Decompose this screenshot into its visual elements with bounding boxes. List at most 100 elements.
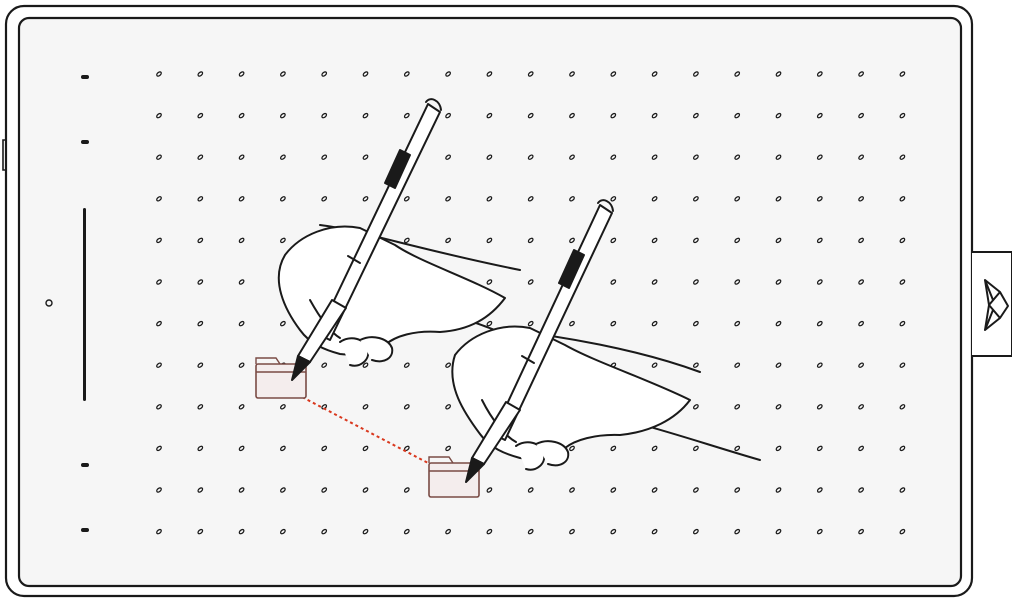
grid-dot xyxy=(775,154,782,160)
grid-dot xyxy=(775,279,782,285)
grid-dot xyxy=(403,404,410,410)
tablet-logo-icon xyxy=(984,279,1009,331)
grid-dot xyxy=(734,237,741,244)
grid-dot xyxy=(775,237,782,244)
grid-dot xyxy=(321,487,328,493)
grid-dot xyxy=(858,279,864,285)
grid-dot xyxy=(899,112,906,119)
finger-1b xyxy=(359,336,394,363)
grid-dot xyxy=(486,71,493,77)
grid-dot xyxy=(858,237,864,244)
grid-dot xyxy=(486,154,493,160)
grid-dot xyxy=(238,154,245,160)
grid-dot xyxy=(403,112,410,119)
grid-dot xyxy=(899,445,906,452)
grid-dot xyxy=(816,237,823,244)
grid-dot xyxy=(527,112,534,119)
grid-dot xyxy=(899,320,906,327)
grid-dot xyxy=(403,487,410,493)
express-key-1 xyxy=(81,75,89,79)
grid-dot xyxy=(156,196,162,202)
grid-dot xyxy=(651,528,658,535)
grid-dot xyxy=(197,362,204,368)
grid-dot xyxy=(858,71,864,77)
grid-dot xyxy=(156,279,162,285)
grid-dot xyxy=(486,320,493,327)
grid-dot xyxy=(280,404,286,410)
grid-dot xyxy=(899,154,906,160)
grid-dot xyxy=(569,487,575,493)
grid-dot xyxy=(321,112,328,119)
grid-dot xyxy=(238,279,245,285)
grid-dot xyxy=(197,404,204,410)
grid-dot xyxy=(651,112,658,119)
pen-2-tip xyxy=(465,457,485,483)
express-key-2 xyxy=(81,140,89,144)
grid-dot xyxy=(734,320,741,327)
grid-dot xyxy=(280,528,286,535)
grid-dot xyxy=(280,196,286,202)
grid-dot xyxy=(569,237,575,244)
grid-dot xyxy=(693,362,699,368)
grid-dot xyxy=(734,71,741,77)
grid-dot xyxy=(280,154,286,160)
grid-dot xyxy=(816,320,823,327)
grid-dot xyxy=(403,237,410,244)
grid-dot xyxy=(362,445,369,452)
grid-dot xyxy=(610,320,617,327)
grid-dot xyxy=(238,445,245,452)
grid-dot xyxy=(734,196,741,202)
grid-dot xyxy=(280,445,286,452)
grid-dot xyxy=(734,404,741,410)
grid-dot xyxy=(693,487,699,493)
express-keys xyxy=(81,75,89,532)
side-connector-tab xyxy=(972,251,1012,357)
grid-dot xyxy=(775,320,782,327)
grid-dot xyxy=(321,445,328,452)
grid-dot xyxy=(197,112,204,119)
grid-dot xyxy=(569,445,575,452)
grid-dot xyxy=(858,154,864,160)
grid-dot xyxy=(238,404,245,410)
grid-dot xyxy=(899,279,906,285)
grid-dot xyxy=(486,196,493,202)
express-key-4 xyxy=(81,528,89,532)
grid-dot xyxy=(156,445,162,452)
grid-dot xyxy=(693,528,699,535)
grid-dot xyxy=(775,404,782,410)
grid-dot xyxy=(775,528,782,535)
grid-dot xyxy=(486,528,493,535)
grid-dot xyxy=(321,196,328,202)
grid-dot xyxy=(858,487,864,493)
grid-dot xyxy=(651,362,658,368)
grid-dot xyxy=(899,528,906,535)
grid-dot xyxy=(486,237,493,244)
grid-dot xyxy=(693,196,699,202)
grid-dot xyxy=(362,487,369,493)
pen-2-cap xyxy=(597,199,614,212)
grid-dot xyxy=(280,112,286,119)
grid-dot xyxy=(238,112,245,119)
grid-dot xyxy=(362,362,369,368)
grid-dot xyxy=(197,528,204,535)
grid-dot xyxy=(527,237,534,244)
grid-dot xyxy=(156,237,162,244)
grid-dot xyxy=(527,487,534,493)
grid-dot xyxy=(775,487,782,493)
grid-dot xyxy=(816,154,823,160)
grid-dot xyxy=(569,154,575,160)
grid-dot xyxy=(816,362,823,368)
grid-dot xyxy=(238,320,245,327)
grid-dot xyxy=(156,404,162,410)
grid-dot xyxy=(858,320,864,327)
grid-dot xyxy=(321,71,328,77)
grid-dot xyxy=(238,196,245,202)
grid-dot xyxy=(775,112,782,119)
grid-dot xyxy=(156,71,162,77)
grid-dot xyxy=(238,362,245,368)
grid-dot xyxy=(610,528,617,535)
grid-dot xyxy=(899,362,906,368)
grid-dot xyxy=(156,487,162,493)
pen-2-ring xyxy=(521,355,535,364)
grid-dot xyxy=(651,487,658,493)
